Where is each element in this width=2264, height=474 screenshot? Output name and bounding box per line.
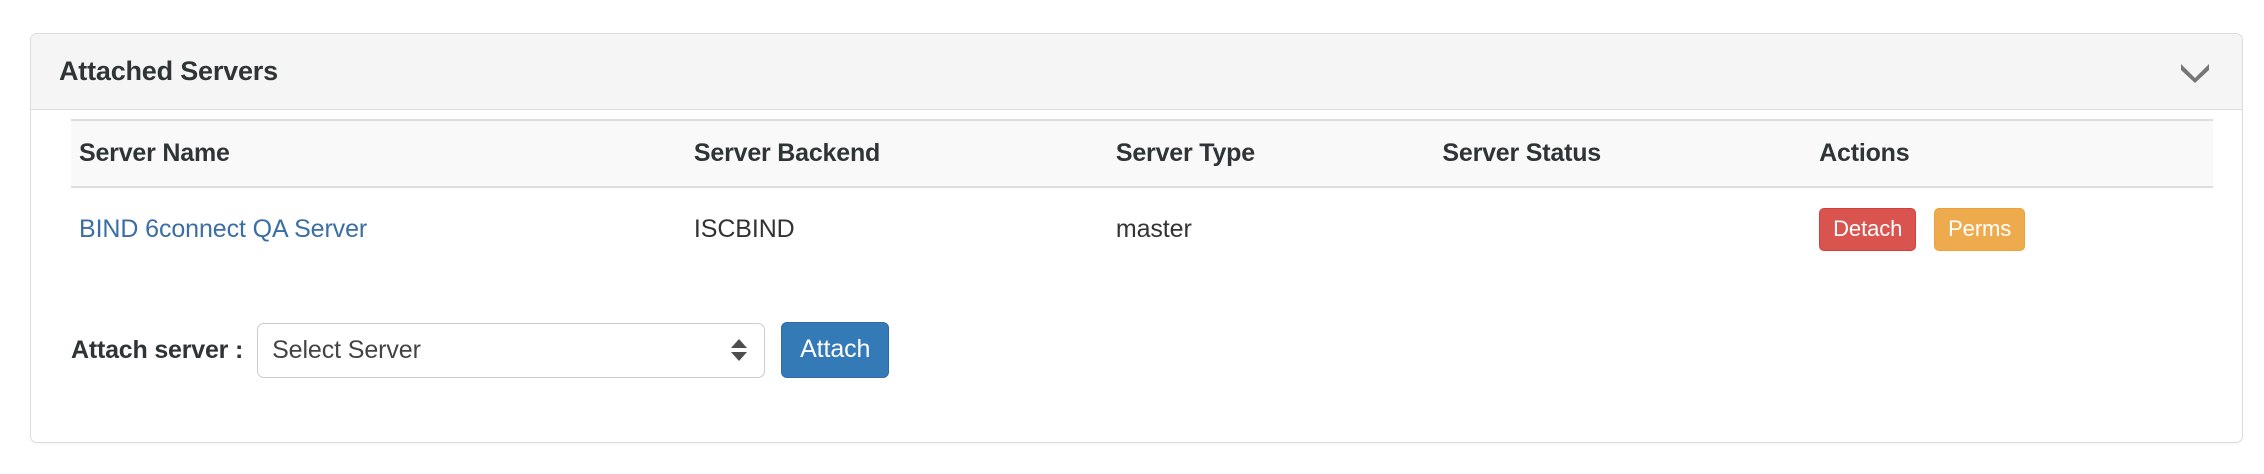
server-select-wrapper: Select Server — [257, 322, 766, 378]
panel-body: Server Name Server Backend Server Type S… — [31, 110, 2242, 442]
column-header-actions: Actions — [1819, 119, 2213, 188]
column-header-server-backend: Server Backend — [693, 119, 1116, 188]
attached-servers-table: Server Name Server Backend Server Type S… — [71, 119, 2213, 269]
chevron-down-icon[interactable] — [2175, 55, 2215, 89]
column-header-server-name: Server Name — [71, 119, 694, 188]
server-name-link[interactable]: BIND 6connect QA Server — [79, 215, 368, 243]
cell-server-backend: ISCBIND — [693, 215, 795, 243]
server-select[interactable]: Select Server — [257, 322, 766, 378]
table-header-row: Server Name Server Backend Server Type S… — [71, 119, 2213, 188]
attach-server-label: Attach server : — [71, 335, 244, 364]
cell-server-status — [1442, 187, 1819, 269]
perms-button[interactable]: Perms — [1934, 208, 2026, 251]
panel-heading: Attached Servers — [31, 34, 2242, 110]
cell-actions: Detach Perms — [1819, 187, 2213, 269]
page-title: Attached Servers — [59, 56, 278, 86]
attached-servers-panel: Attached Servers Server Name Server Back… — [30, 33, 2243, 443]
detach-button[interactable]: Detach — [1819, 208, 1917, 251]
column-header-server-type: Server Type — [1115, 119, 1443, 188]
cell-server-type: master — [1115, 215, 1192, 243]
table-body: BIND 6connect QA Server ISCBIND master D… — [71, 187, 2213, 269]
cell-server-name: BIND 6connect QA Server — [71, 187, 694, 269]
table-row: BIND 6connect QA Server ISCBIND master D… — [71, 187, 2213, 269]
attach-server-form: Attach server : Select Server Attach — [71, 322, 890, 378]
column-header-server-status: Server Status — [1442, 119, 1820, 188]
attach-button[interactable]: Attach — [781, 322, 890, 378]
table-header: Server Name Server Backend Server Type S… — [71, 119, 2213, 188]
